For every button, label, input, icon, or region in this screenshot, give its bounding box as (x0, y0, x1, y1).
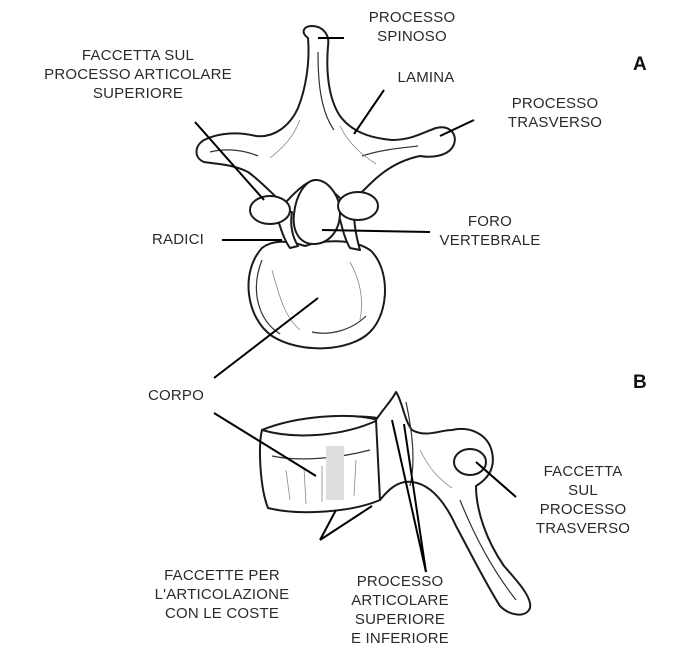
label-foro-vertebrale: FORO VERTEBRALE (420, 212, 560, 250)
label-radici: RADICI (138, 230, 218, 249)
label-corpo: CORPO (128, 386, 224, 405)
superior-articular-facet-left (250, 196, 290, 224)
label-processo-articolare: PROCESSO ARTICOLARE SUPERIORE E INFERIOR… (330, 572, 470, 648)
label-lamina: LAMINA (386, 68, 466, 87)
label-processo-spinoso: PROCESSO SPINOSO (352, 8, 472, 46)
transverse-facet-b (454, 449, 486, 475)
label-processo-trasverso: PROCESSO TRASVERSO (492, 94, 618, 132)
label-faccetta-superiore: FACCETTA SUL PROCESSO ARTICOLARE SUPERIO… (18, 46, 258, 103)
label-faccette-coste: FACCETTE PER L'ARTICOLAZIONE CON LE COST… (140, 566, 304, 623)
label-faccetta-trasverso: FACCETTA SUL PROCESSO TRASVERSO (520, 462, 646, 538)
superior-articular-facet-right (338, 192, 378, 220)
vertebral-foramen (294, 180, 340, 244)
panel-letter-a: A (633, 54, 647, 76)
panel-letter-b: B (633, 372, 647, 394)
